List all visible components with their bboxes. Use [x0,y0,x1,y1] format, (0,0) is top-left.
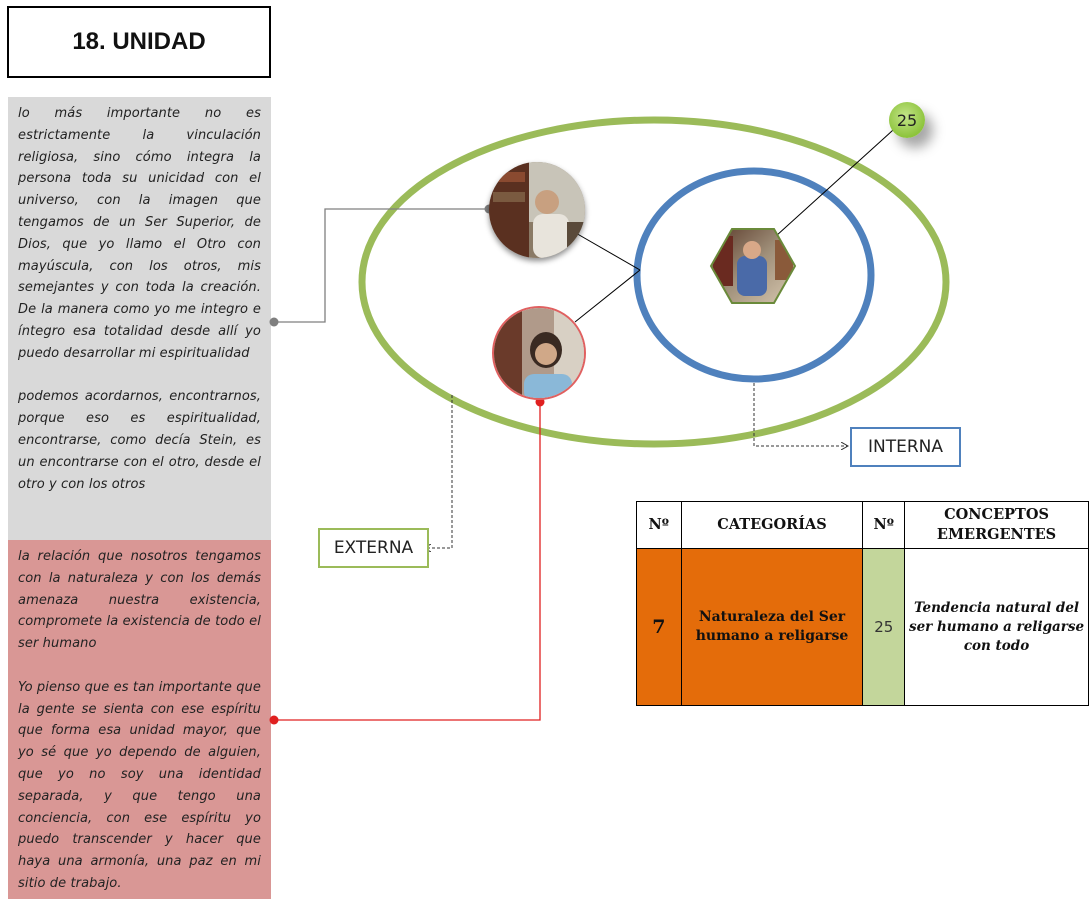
table-row: 7 Naturaleza del Ser humano a religarse … [636,548,1089,706]
photo-image [489,162,585,258]
connector-dot [269,715,279,725]
quote-text: podemos acordarnos, encontrarnos, porque… [18,389,261,492]
link-line [573,231,641,271]
table-header-row: Nº CATEGORÍAS Nº CONCEPTOS EMERGENTES [636,501,1089,549]
connector-gray [274,208,489,323]
concept-number: 25 [862,548,906,706]
photo-image [494,308,584,398]
emergent-concept: Tendencia natural del ser humano a relig… [904,548,1089,706]
quote-panel-gray: lo más importante no es estrictamente la… [8,97,271,540]
quote-text: la relación que nosotros tengamos con la… [18,549,261,652]
header-num2: Nº [862,501,906,549]
header-num: Nº [636,501,682,549]
link-line [775,120,904,237]
connector-red [274,402,541,721]
outer-ellipse [358,116,950,448]
quote-text: lo más importante no es estrictamente la… [18,106,261,361]
page-title: 18. UNIDAD [7,6,271,78]
participant-photo-1 [489,162,585,258]
quote-panel-red: la relación que nosotros tengamos con la… [8,540,271,899]
header-conceptos: CONCEPTOS EMERGENTES [904,501,1089,549]
quote-text: Yo pienso que es tan importante que la g… [18,679,261,891]
category-name: Naturaleza del Ser humano a religarse [680,548,864,706]
categories-table: Nº CATEGORÍAS Nº CONCEPTOS EMERGENTES 7 … [636,501,1089,706]
central-participant-photo [709,228,797,304]
arrow-externa [425,395,453,548]
concept-number-badge: 25 [889,102,925,138]
category-number: 7 [636,548,682,706]
interna-label: INTERNA [850,427,961,467]
externa-label: EXTERNA [318,528,429,568]
inner-ellipse [633,167,875,383]
connector-dot [269,317,279,327]
arrow-interna [753,383,847,446]
header-categorias: CATEGORÍAS [680,501,864,549]
link-line [574,269,641,323]
participant-photo-2 [492,306,586,400]
